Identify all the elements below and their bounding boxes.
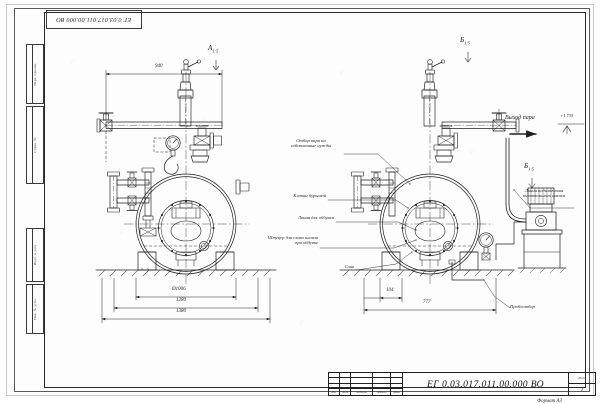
callout-leaders (319, 108, 575, 309)
margin-box-label: Справ. № (33, 137, 37, 153)
dim-shell-diameter: Ø1006 (172, 287, 186, 292)
dim-steam-outlet-elevation: +1.735 (560, 113, 574, 118)
margin-box-perv-primen: Перв. примен. (26, 44, 44, 104)
frame-outer-border (14, 8, 590, 392)
dim-nozzle-offset: 104 (386, 288, 394, 293)
callout-sludge-drain: Штуцер для слива шлама при обдувке (267, 235, 318, 246)
top-drawing-number-strip: ЕГ 0.03.017.011.00.000 ВО (46, 10, 142, 29)
frame-inner-border (44, 12, 586, 388)
table-row (329, 383, 402, 388)
margin-box-label: Подп. и дата (33, 244, 37, 266)
margin-rule (32, 107, 33, 183)
view-arrows (212, 51, 536, 189)
document-number: ЕГ 0.03.017.011.00.000 ВО (427, 378, 544, 390)
col-header-doc-no: № докум. (351, 389, 373, 395)
dim-support-span: 1280 (176, 298, 186, 303)
callout-drain: Слив (344, 264, 354, 269)
sheet-label: Лист (569, 373, 595, 384)
col-header-list: Лист (340, 389, 351, 395)
sheet-number-cell: Лист 1 (569, 373, 595, 395)
callout-blow-valve: Клапан бурьевой (293, 193, 326, 198)
margin-rule (32, 285, 33, 333)
col-header-signature: Подпись (373, 389, 391, 395)
col-header-date: Дата (393, 390, 400, 394)
margin-box-podp-i-data: Подп. и дата (26, 228, 44, 282)
margin-box-label: Инв. № дубл. (33, 298, 37, 320)
callout-blowdown-line: Линия для обдувки (297, 215, 334, 220)
callout-sampler: Пробоотбор (510, 304, 535, 309)
callout-own-needs-tap: Отбор пара на собственные нужды (290, 138, 332, 149)
sheet-value: 1 (580, 386, 584, 393)
revision-table-header: Изм. Лист № докум. Подпись Дата (329, 388, 402, 395)
view-label-a: А1:5 (208, 44, 219, 54)
right-view-dimensions (363, 277, 497, 315)
left-view-boiler (95, 59, 277, 285)
col-header-izm: Изм. (329, 389, 340, 395)
drawing-canvas: А1:5 Б1:5 Б1:5 940 Ø1006 1280 1380 104 7… (44, 12, 586, 388)
title-block: Изм. Лист № докум. Подпись Дата ЕГ 0.03.… (328, 372, 596, 404)
view-label-b-right: Б1:5 (524, 162, 534, 172)
table-row (329, 373, 402, 379)
right-view-boiler (339, 59, 585, 285)
revision-rows (329, 373, 402, 388)
margin-rule (32, 45, 33, 103)
callout-feed-pump-line: Линия подключения питательного насоса (522, 188, 566, 199)
dim-body-depth: 777 (423, 300, 431, 305)
margin-box-label: Перв. примен. (33, 62, 37, 86)
margin-box-sprav-no: Справ. № (26, 106, 44, 184)
dim-base-width: 1380 (176, 309, 186, 314)
view-label-b: Б1:5 (460, 36, 470, 46)
dim-overall-top-width: 940 (155, 64, 163, 69)
margin-rule (32, 229, 33, 281)
document-number-cell: ЕГ 0.03.017.011.00.000 ВО Формат А3 (403, 373, 569, 404)
margin-box-inv-no-dubl: Инв. № дубл. (26, 284, 44, 334)
paper-edge (6, 4, 594, 396)
revision-table: Изм. Лист № докум. Подпись Дата (329, 373, 403, 395)
left-view-dimensions (101, 69, 271, 324)
table-row (329, 378, 402, 384)
callout-steam-outlet: Выход пара (505, 115, 535, 121)
